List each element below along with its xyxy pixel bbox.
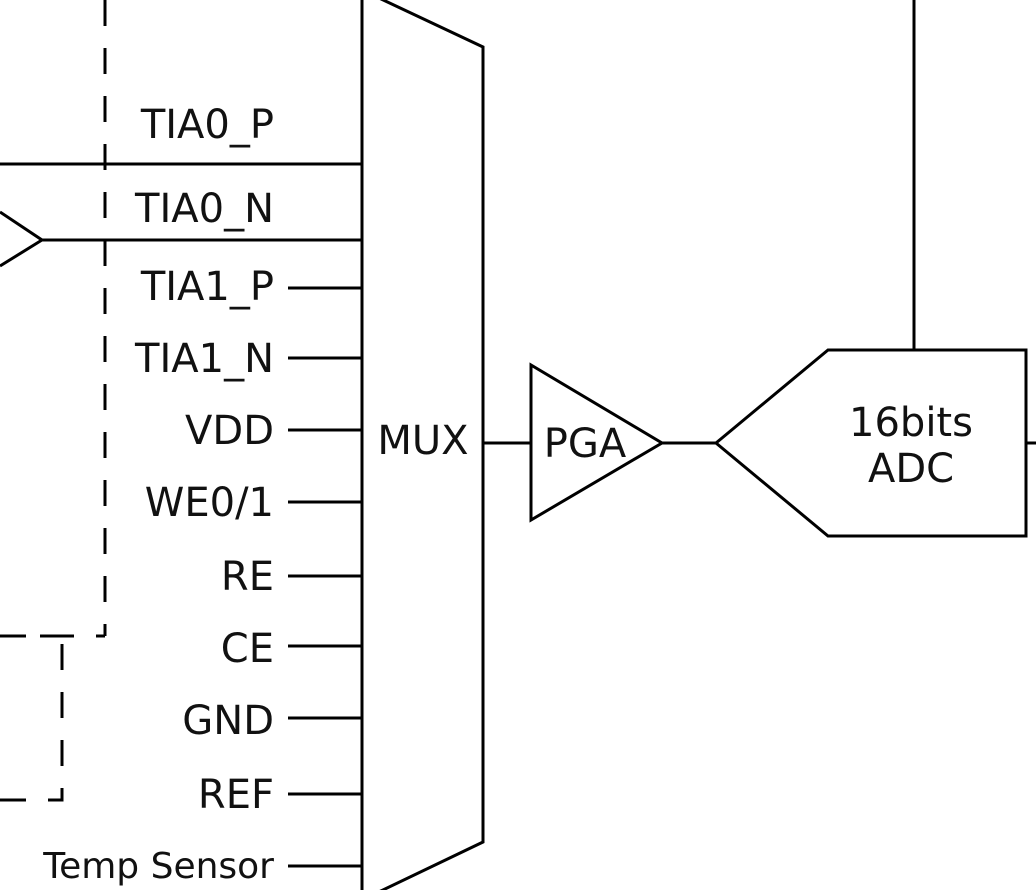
input-label-re: RE [221, 554, 274, 600]
input-label-tia0-n: TIA0_N [134, 186, 274, 232]
pga-amplifier [529, 362, 665, 523]
input-label-tia1-n: TIA1_N [134, 336, 274, 382]
input-label-gnd: GND [182, 698, 274, 744]
input-label-ce: CE [221, 626, 274, 672]
adc-label-line2: ADC [868, 446, 954, 492]
adc-label-line1: 16bits [849, 400, 973, 446]
input-label-vdd: VDD [185, 408, 274, 454]
left-amplifier-symbol [0, 210, 45, 268]
dashed-sub-boundary [0, 634, 64, 802]
input-label-temp-sensor: Temp Sensor [42, 846, 274, 887]
input-label-tia1-p: TIA1_P [140, 264, 274, 310]
mux-label: MUX [377, 418, 468, 464]
pga-label: PGA [544, 421, 627, 467]
input-label-tia0-p: TIA0_P [140, 102, 274, 148]
input-label-we01: WE0/1 [145, 480, 274, 526]
input-label-ref: REF [198, 772, 274, 818]
mux-block [360, 0, 485, 890]
